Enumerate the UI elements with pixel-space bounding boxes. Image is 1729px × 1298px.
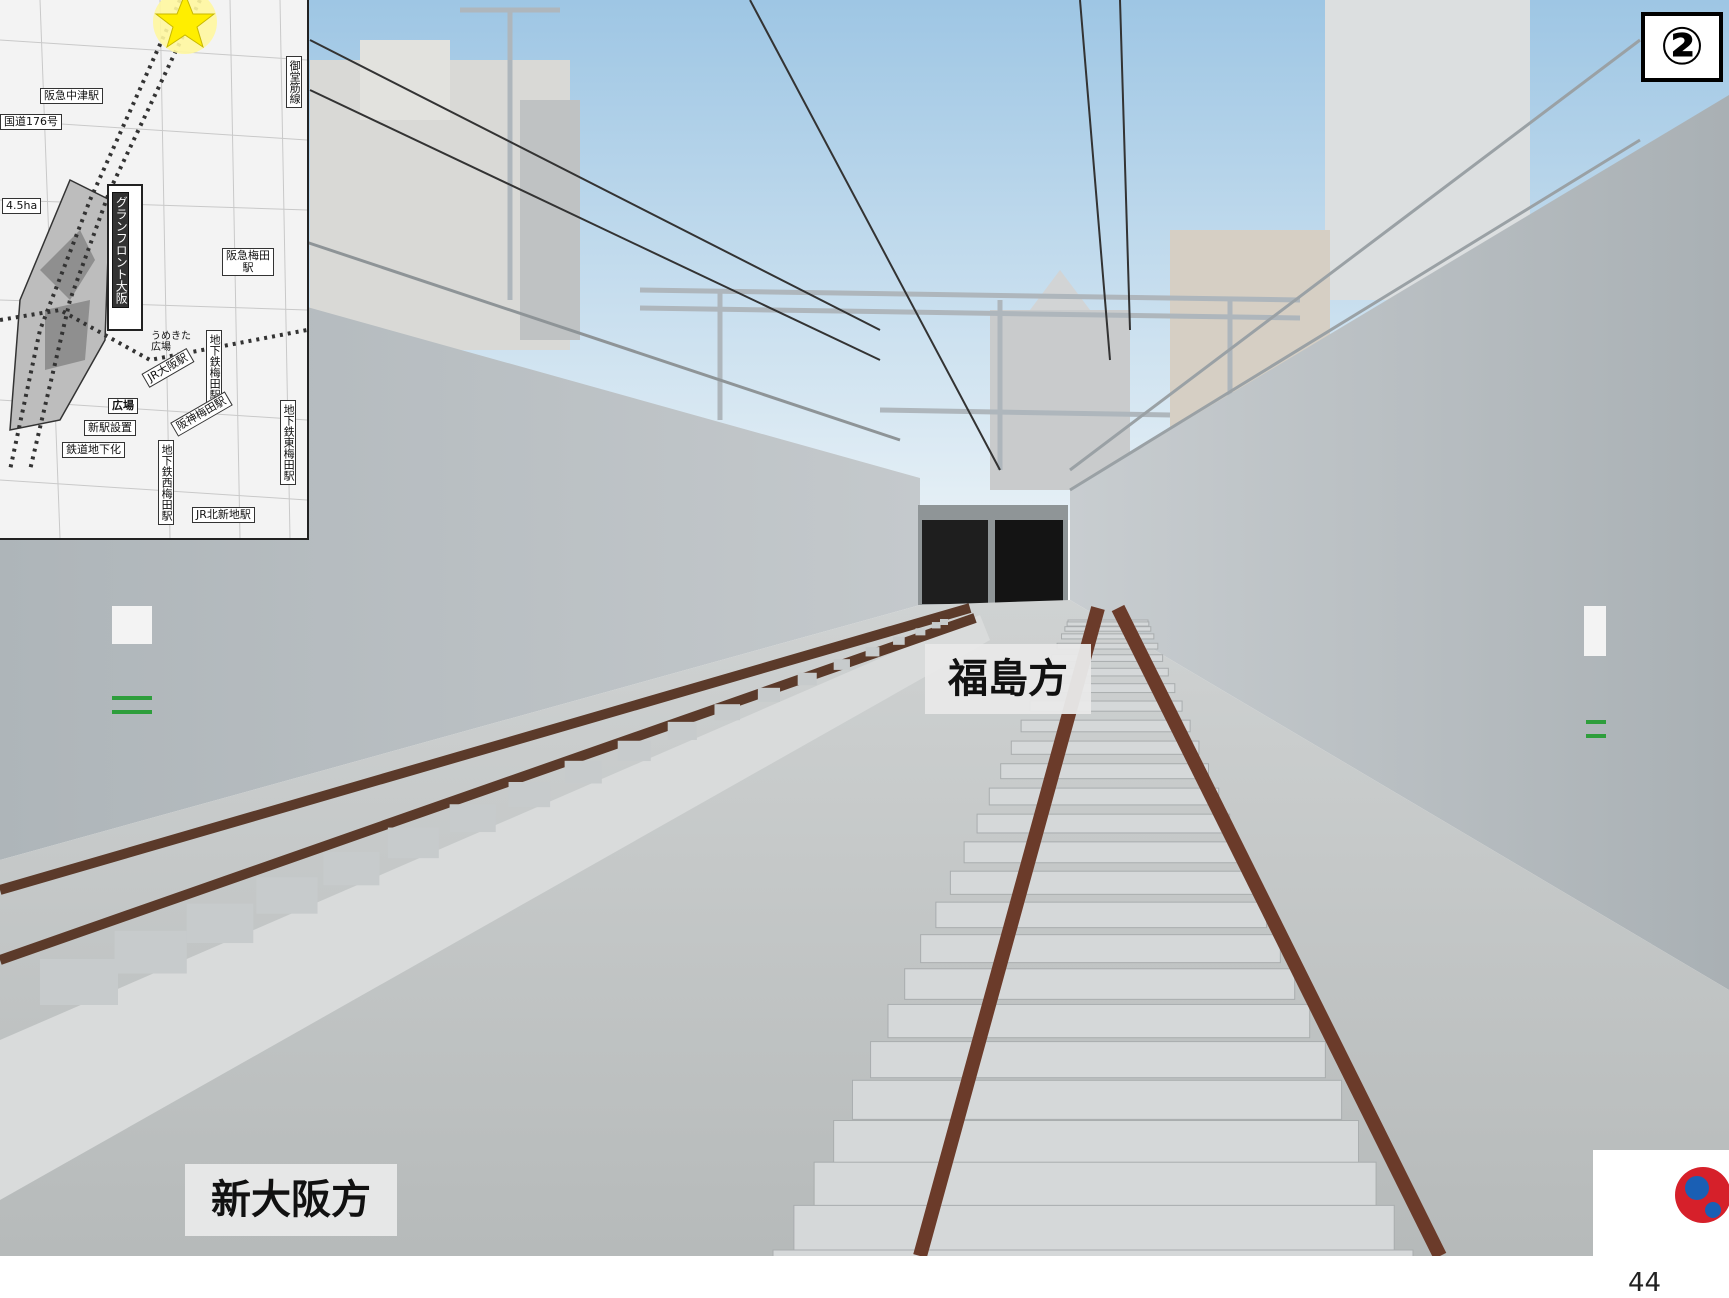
map-label-hankyu-nakatsu: 阪急中津駅 bbox=[40, 88, 103, 105]
sleeper bbox=[833, 1120, 1360, 1164]
caption-shin-osaka-direction: 新大阪方 bbox=[185, 1164, 397, 1236]
sleeper bbox=[40, 959, 118, 1005]
sleeper bbox=[813, 1161, 1377, 1209]
map-label-subway-umeda: 地下鉄梅田駅 bbox=[206, 330, 223, 404]
sleeper bbox=[935, 901, 1268, 929]
catenary-gantry bbox=[460, 7, 1301, 470]
sleeper bbox=[1064, 626, 1152, 632]
area-map-inset: 阪急中津駅 国道176号 4.5ha グランフロント大阪 阪急梅田駅 地下鉄梅田… bbox=[0, 0, 309, 540]
sleeper bbox=[256, 877, 318, 914]
sleeper bbox=[772, 1249, 1414, 1256]
sleeper bbox=[714, 704, 741, 721]
sleeper bbox=[920, 934, 1281, 964]
sleeper bbox=[893, 636, 905, 645]
map-label-subway-higashiumeda: 地下鉄東梅田駅 bbox=[280, 400, 297, 485]
map-label-underground: 鉄道地下化 bbox=[62, 442, 125, 459]
sleeper bbox=[186, 903, 254, 944]
sleeper bbox=[114, 930, 187, 974]
map-label-subway-nishiumeda: 地下鉄西梅田駅 bbox=[158, 440, 175, 525]
sleeper bbox=[797, 672, 817, 686]
sleeper bbox=[793, 1204, 1395, 1255]
sleeper bbox=[887, 1003, 1311, 1039]
map-label-area: 4.5ha bbox=[2, 198, 42, 215]
sleeper bbox=[508, 781, 551, 808]
sleeper bbox=[387, 827, 439, 859]
sleeper bbox=[915, 628, 926, 636]
map-label-umekita-plaza: うめきた広場 bbox=[151, 331, 191, 353]
sleeper bbox=[449, 804, 496, 833]
map-label-route176: 国道176号 bbox=[0, 114, 62, 131]
overhead-wires bbox=[309, 0, 1131, 471]
sleeper bbox=[1020, 719, 1191, 733]
left-sleepers bbox=[40, 619, 948, 1005]
right-rails bbox=[913, 604, 1447, 1256]
sleeper bbox=[1010, 740, 1200, 755]
slide-number-badge: ② bbox=[1641, 12, 1723, 82]
map-label-subway-line: 御堂筋線 bbox=[286, 56, 303, 108]
sleeper bbox=[1061, 633, 1155, 640]
sleeper bbox=[865, 647, 880, 657]
sleeper bbox=[323, 851, 380, 886]
sleeper bbox=[904, 968, 1296, 1000]
map-label-hankyu-umeda: 阪急梅田駅 bbox=[222, 248, 274, 277]
page-number: 44 bbox=[1628, 1268, 1662, 1298]
sleeper bbox=[1066, 621, 1150, 627]
map-label-plaza: 広場 bbox=[108, 398, 138, 415]
right-retaining-wall bbox=[1070, 95, 1729, 990]
sleeper bbox=[851, 1079, 1343, 1120]
map-label-jr-kitashinchi: JR北新地駅 bbox=[192, 507, 255, 524]
sleeper bbox=[963, 841, 1242, 864]
sleeper bbox=[949, 870, 1255, 895]
left-track-slab bbox=[0, 615, 990, 1200]
sleeper bbox=[833, 659, 850, 670]
sleeper bbox=[667, 721, 697, 740]
sleeper bbox=[564, 760, 602, 784]
right-fence bbox=[1069, 38, 1641, 492]
sleeper bbox=[870, 1041, 1326, 1079]
development-area bbox=[9, 178, 111, 431]
wall-sign-right bbox=[1584, 606, 1606, 656]
wall-sign-left bbox=[112, 606, 152, 644]
map-label-grand-front: グランフロント大阪 bbox=[112, 192, 130, 308]
caption-fukushima-direction: 福島方 bbox=[925, 644, 1091, 714]
sleeper bbox=[940, 619, 948, 625]
location-star-icon bbox=[154, 0, 216, 49]
sleeper bbox=[757, 687, 781, 702]
sleeper bbox=[931, 622, 941, 629]
buildings-left bbox=[310, 40, 580, 350]
sleeper bbox=[988, 787, 1220, 806]
map-label-new-station: 新駅設置 bbox=[84, 420, 136, 437]
mascot-logo-icon bbox=[1593, 1150, 1729, 1256]
sleeper bbox=[1000, 763, 1209, 780]
track-photo bbox=[0, 0, 1729, 1256]
tunnel-portal bbox=[918, 505, 1068, 605]
sleeper bbox=[617, 740, 651, 762]
sleeper bbox=[976, 813, 1231, 834]
